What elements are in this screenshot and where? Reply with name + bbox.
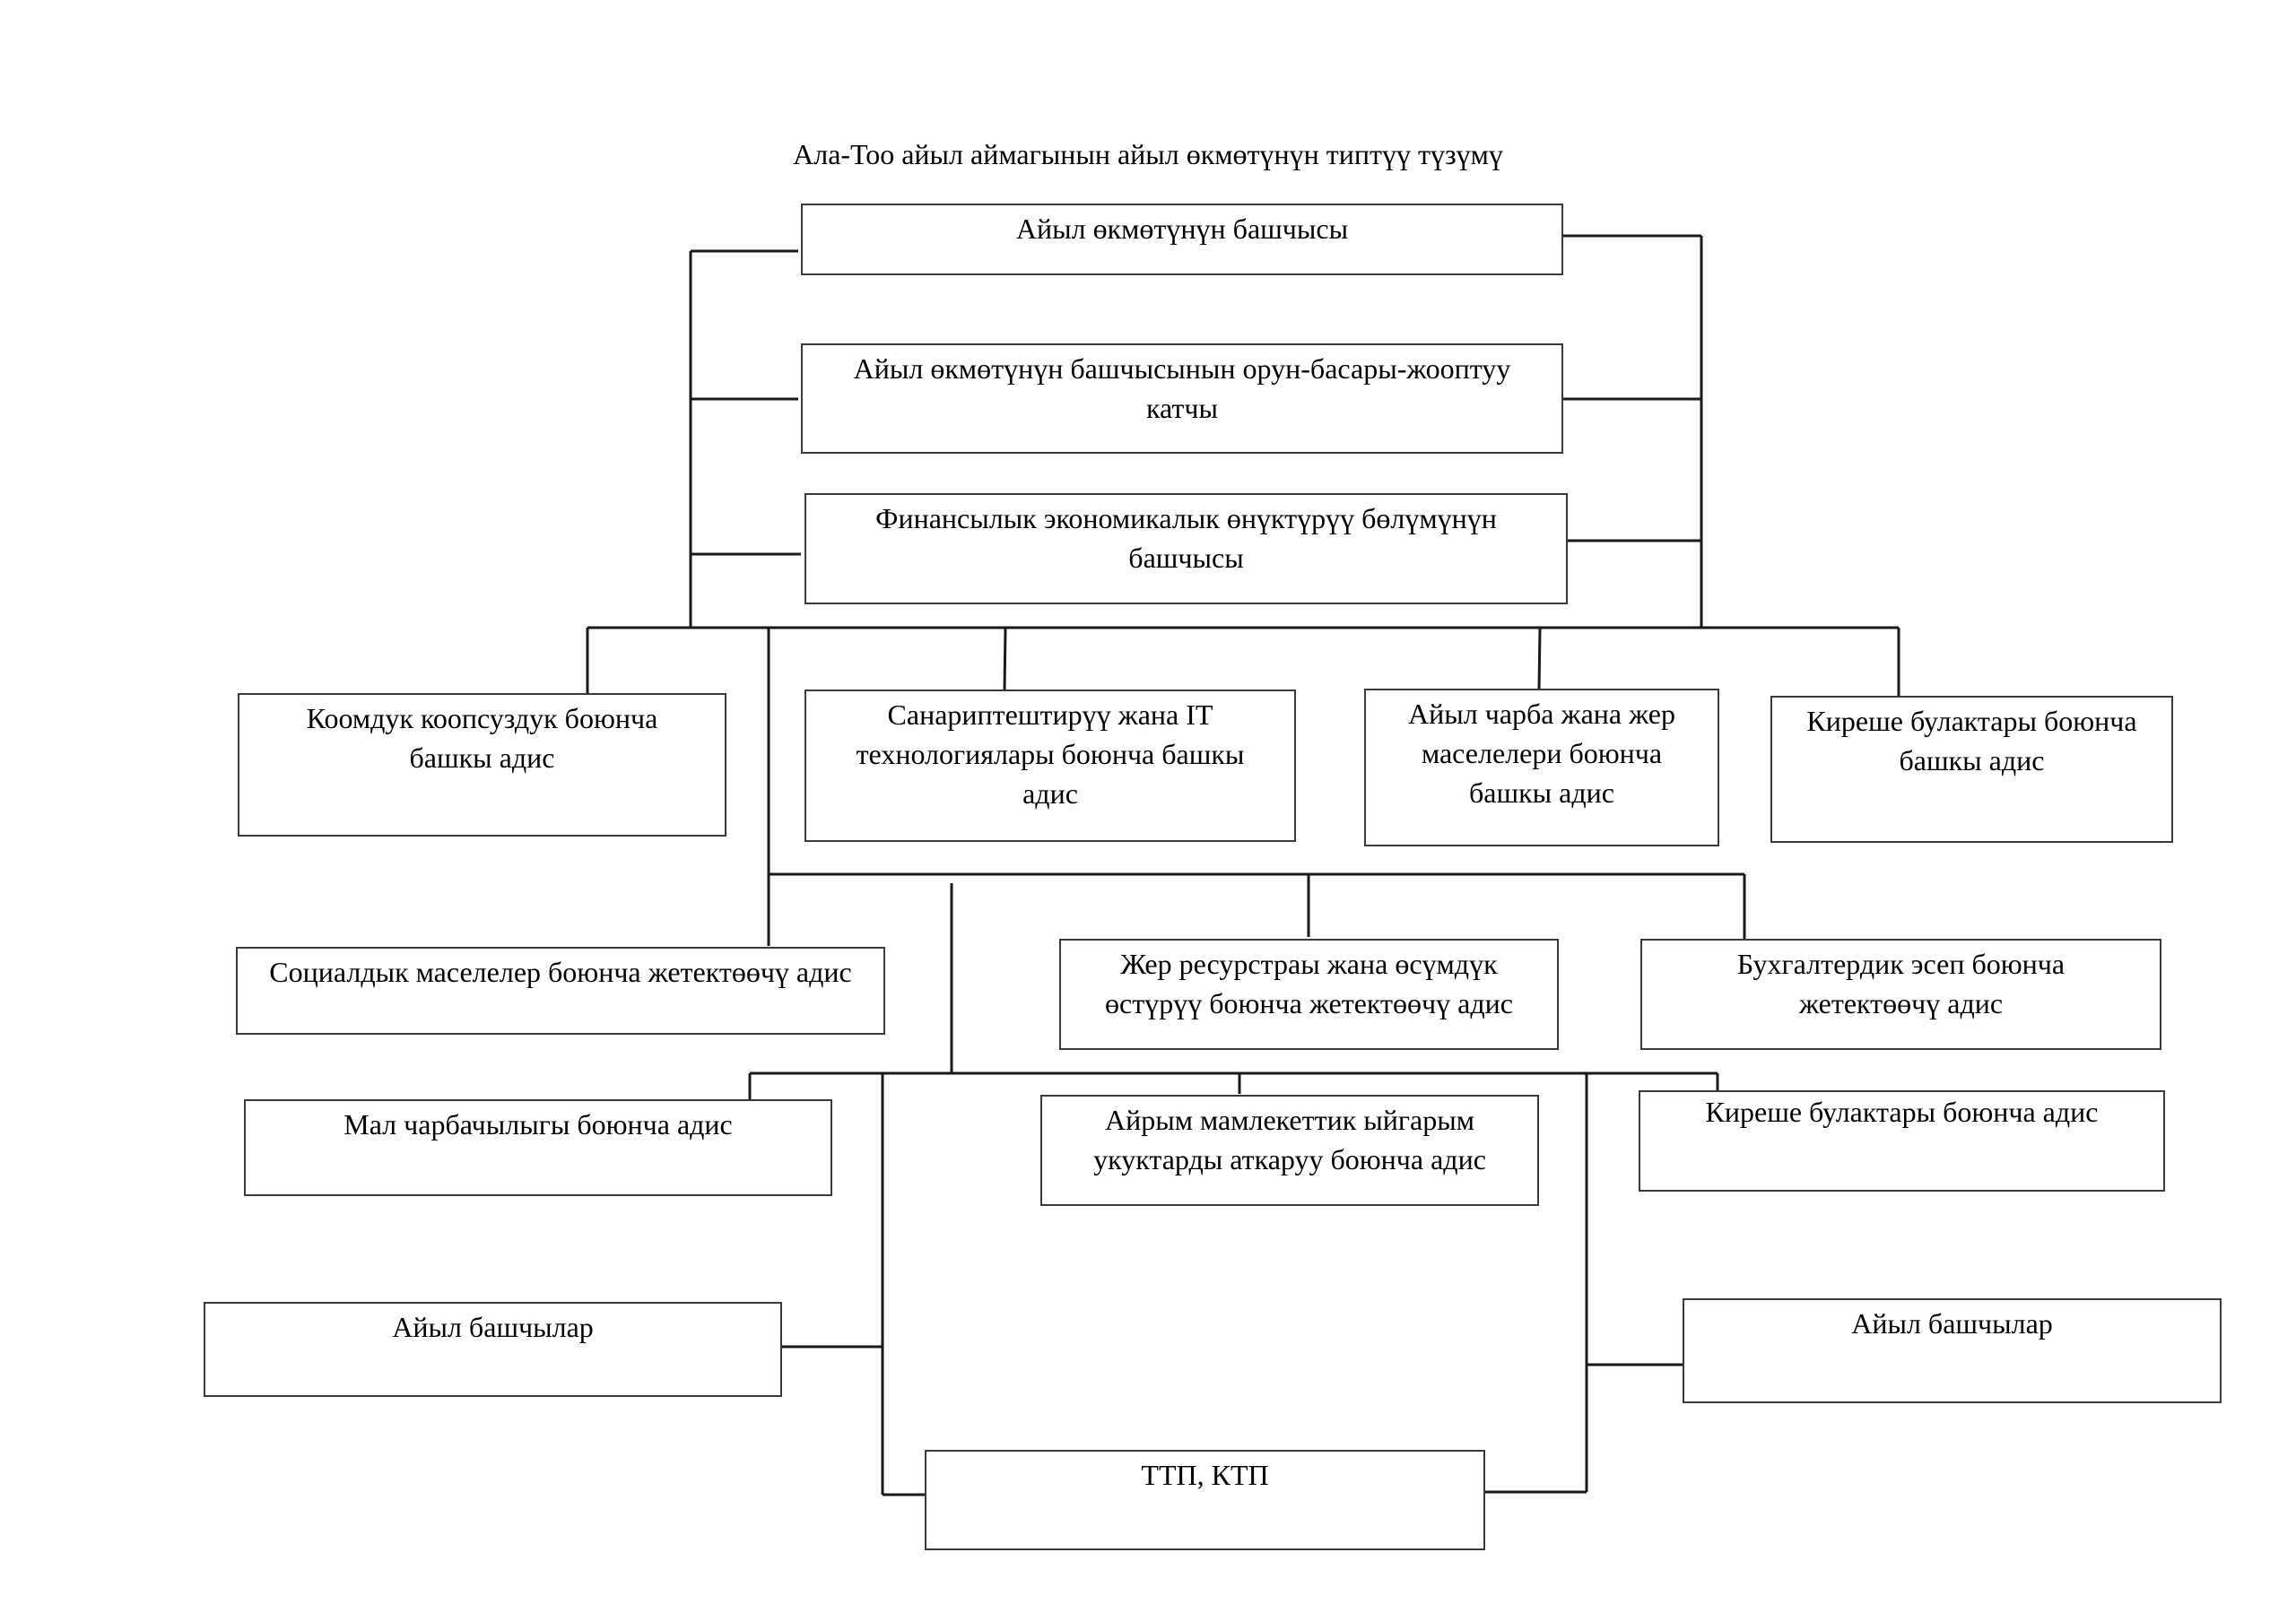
box-public-safety: Коомдук коопсуздук боюнча башкы адис [238, 693, 726, 837]
box-livestock-label: Мал чарбачылыгы боюнча адис [344, 1108, 733, 1141]
box-digital-label: Санариптештирүү жана IT технологиялары б… [856, 698, 1245, 810]
box-accounting-label: Бухгалтердик эсеп боюнча жетектөөчү адис [1736, 948, 2066, 1019]
box-finance: Финансылык экономикалык өнүктүрүү бөлүмү… [804, 493, 1568, 604]
box-land-resources: Жер ресурстраы жана өсүмдүк өстүрүү боюн… [1059, 939, 1559, 1050]
box-village-heads-right-label: Айыл башчылар [1851, 1307, 2053, 1340]
box-agri-land-label: Айыл чарба жана жер маселелери боюнча ба… [1407, 698, 1675, 809]
box-deputy: Айыл өкмөтүнүн башчысынын орун-басары-жо… [801, 343, 1563, 454]
box-village-heads-left: Айыл башчылар [204, 1302, 782, 1397]
box-public-safety-label: Коомдук коопсуздук боюнча башкы адис [306, 702, 658, 774]
box-deputy-label: Айыл өкмөтүнүн башчысынын орун-басары-жо… [853, 352, 1511, 424]
box-livestock: Мал чарбачылыгы боюнча адис [244, 1099, 832, 1196]
box-finance-label: Финансылык экономикалык өнүктүрүү бөлүмү… [875, 502, 1497, 574]
box-village-heads-right: Айыл башчылар [1683, 1298, 2222, 1403]
box-head-label: Айыл өкмөтүнүн башчысы [1015, 213, 1349, 245]
box-revenue-chief-label: Киреше булактары боюнча башкы адис [1806, 705, 2137, 776]
box-state-fees-label: Айрым мамлекеттик ыйгарым укуктарды атка… [1093, 1104, 1486, 1175]
box-digital: Санариптештирүү жана IT технологиялары б… [804, 690, 1296, 842]
box-accounting: Бухгалтердик эсеп боюнча жетектөөчү адис [1640, 939, 2161, 1050]
box-village-heads-left-label: Айыл башчылар [392, 1311, 594, 1343]
box-revenue: Киреше булактары боюнча адис [1639, 1090, 2165, 1192]
box-social-label: Социалдык маселелер боюнча жетектөөчү ад… [269, 956, 852, 988]
box-agri-land: Айыл чарба жана жер маселелери боюнча ба… [1364, 689, 1719, 846]
box-social: Социалдык маселелер боюнча жетектөөчү ад… [236, 947, 885, 1035]
connector-drop-agri [1537, 627, 1542, 691]
box-ttp-label: ТТП, КТП [1141, 1459, 1269, 1491]
diagram-title: Ала-Тоо айыл аймагынын айыл өкмөтүнүн ти… [793, 138, 1503, 170]
box-state-fees: Айрым мамлекеттик ыйгарым укуктарды атка… [1040, 1095, 1539, 1206]
connector-drop-digital [1003, 627, 1007, 691]
box-land-resources-label: Жер ресурстраы жана өсүмдүк өстүрүү боюн… [1105, 948, 1513, 1019]
box-revenue-chief: Киреше булактары боюнча башкы адис [1770, 696, 2173, 843]
box-ttp: ТТП, КТП [925, 1450, 1485, 1550]
box-revenue-label: Киреше булактары боюнча адис [1705, 1096, 2099, 1128]
box-head: Айыл өкмөтүнүн башчысы [801, 204, 1563, 275]
